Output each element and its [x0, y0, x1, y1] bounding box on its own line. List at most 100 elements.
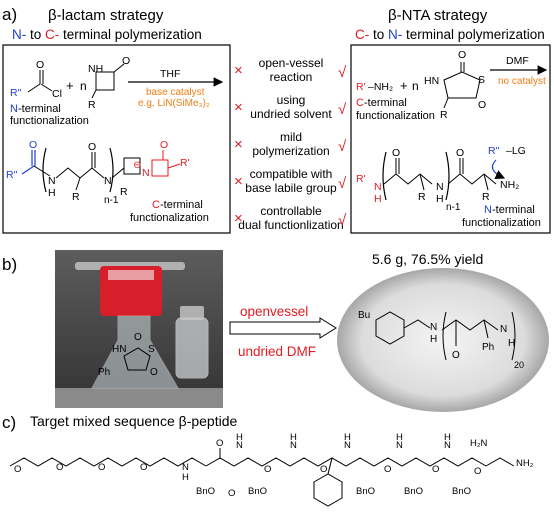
- nta-r-label: R: [440, 109, 448, 121]
- comparison-label-line1: using: [277, 93, 306, 107]
- comparison-label-line2: polymerization: [252, 144, 329, 158]
- peptide-h1-label: H: [182, 472, 189, 483]
- nta-o1-label: O: [458, 49, 466, 61]
- acyl-o-label: O: [36, 59, 44, 71]
- peptide-n3-label: N: [290, 440, 297, 451]
- peptide-h3-label: H: [290, 432, 297, 443]
- anion-charge: ⊖: [133, 160, 141, 171]
- peptide-n1-label: N: [182, 462, 189, 473]
- product-polymer-structure: Bu N H O Ph N H 20: [358, 310, 524, 370]
- peg-o4-label: O: [140, 462, 147, 473]
- panel-b-label: b): [2, 255, 17, 274]
- poly-n1-label: N: [48, 175, 56, 187]
- peg-o2-label: O: [56, 462, 63, 473]
- flask-monomer-structure: HN O S Ph O: [98, 332, 158, 378]
- lg-label: –LG: [506, 145, 526, 157]
- right-poly-o1-label: O: [392, 147, 400, 159]
- peptide-h6-label: H: [444, 432, 451, 443]
- bno-5-label: BnO: [452, 486, 471, 497]
- peptide-h5-label: H: [396, 432, 403, 443]
- right-n-terminal-n: N: [484, 204, 492, 216]
- poly-rp-label: R': [180, 157, 190, 169]
- nta-hn-label: HN: [424, 75, 439, 87]
- amine-nh2-label: –NH₂: [368, 81, 393, 93]
- cross-mark: ×: [234, 210, 243, 227]
- nta-polymer: R'' –LG R' N H O R N H n-1 O R NH₂ N -te…: [356, 145, 541, 229]
- terminal-nh2-label: NH₂: [516, 458, 534, 469]
- c-terminal-word: -terminal: [160, 199, 203, 211]
- poly-r3-label: R: [120, 186, 128, 198]
- panel-c-label: c): [2, 413, 16, 432]
- right-sub-rest: terminal polymerization: [402, 27, 545, 42]
- right-scheme-box: [350, 44, 551, 234]
- poly-o-label: O: [29, 139, 37, 151]
- check-mark: √: [338, 138, 347, 155]
- nta-s-label: S: [478, 74, 485, 86]
- bno-2-label: BnO: [248, 486, 267, 497]
- check-mark: √: [338, 64, 347, 81]
- nta-monomer-scheme: R' –NH₂ + n O S HN O R DMF no catalyst C…: [356, 49, 548, 122]
- right-n-terminal-func: functionalization: [462, 217, 541, 229]
- amine-r-label: R': [356, 81, 366, 93]
- cross-mark: ×: [234, 99, 243, 116]
- comparison-label-line1: controllable: [260, 204, 322, 218]
- reaction-arrow-b: openvessel undried DMF: [229, 304, 337, 359]
- thf-label: THF: [160, 68, 180, 80]
- product-dp-label: 20: [514, 360, 524, 370]
- poly-o3-label: O: [160, 139, 168, 151]
- poly-n2-label: N: [104, 175, 112, 187]
- right-c-terminal-word: -terminal: [364, 97, 407, 109]
- comparison-label-line2: base labile group: [245, 181, 337, 195]
- flask-hn-label: HN: [112, 344, 126, 355]
- product-ph-label: Ph: [482, 342, 494, 353]
- check-mark: √: [338, 212, 347, 229]
- peptide-o5-label: O: [432, 464, 439, 475]
- h2n-label: H₂N: [470, 438, 488, 449]
- peptide-h2-label: H: [236, 432, 243, 443]
- left-heading: β-lactam strategy: [48, 7, 164, 24]
- peg-o1-label: O: [14, 464, 21, 475]
- c-terminal-c: C: [152, 199, 160, 211]
- poly-r2-label: R: [72, 191, 80, 203]
- openvessel-label: openvessel: [240, 304, 308, 319]
- acyl-chloride: R'' O Cl + n N -terminal functionalizati…: [10, 59, 89, 127]
- lg-r-label: R'': [488, 145, 500, 157]
- comparison-label-line2: undried solvent: [250, 107, 332, 121]
- c-terminal-func: functionalization: [130, 212, 209, 224]
- base-catalyst-label: base catalyst: [146, 87, 205, 98]
- target-peptide-structure: O O O O N H O N H BnO O O BnO N H O N H …: [9, 432, 534, 507]
- flask-s-label: S: [148, 344, 155, 355]
- flask-photo: [55, 250, 223, 408]
- right-poly-nh2-label: NH₂: [500, 179, 519, 191]
- poly-n-minus-1: n-1: [104, 195, 119, 206]
- peptide-n5-label: N: [396, 440, 403, 451]
- right-poly-h2-label: H: [436, 193, 444, 205]
- flask-o2-label: O: [150, 367, 158, 378]
- peptide-n4-label: N: [344, 440, 351, 451]
- left-sub-c: C-: [45, 27, 59, 42]
- peptide-o3-label: O: [320, 464, 327, 475]
- product-n2-label: N: [500, 324, 507, 335]
- lactam-r-label: R: [88, 99, 96, 111]
- yield-label: 5.6 g, 76.5% yield: [372, 251, 483, 267]
- peptide-o4-label: O: [384, 464, 391, 475]
- right-c-terminal-c: C: [356, 97, 364, 109]
- right-sub-n: N-: [388, 27, 402, 42]
- panel-a-label: a): [2, 5, 17, 24]
- right-c-terminal-func: functionalization: [356, 110, 435, 122]
- product-bu-label: Bu: [358, 310, 370, 321]
- right-poly-h-label: H: [374, 193, 382, 205]
- peptide-o6-label: O: [474, 466, 481, 477]
- comparison-label-line2: dual functionlization: [238, 218, 343, 232]
- left-subheading: N- to C- terminal polymerization: [12, 27, 202, 42]
- plus-sign-left: +: [66, 78, 74, 93]
- ester-o1-label: O: [228, 488, 235, 499]
- no-catalyst-label: no catalyst: [498, 76, 546, 87]
- cross-mark: ×: [234, 136, 243, 153]
- check-mark: √: [338, 101, 347, 118]
- n-terminal-word: -terminal: [18, 103, 61, 115]
- peptide-o1-label: O: [216, 438, 223, 449]
- dmf-label: DMF: [506, 55, 529, 67]
- right-poly-n-minus-1: n-1: [446, 202, 461, 213]
